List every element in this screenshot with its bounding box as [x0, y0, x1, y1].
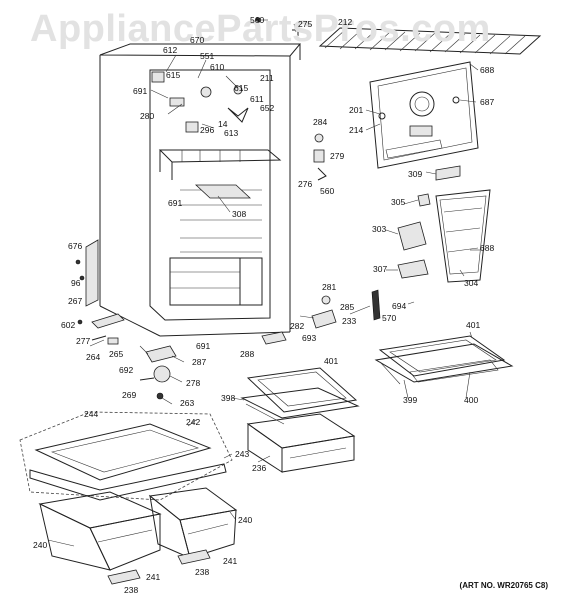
part-label: 238: [124, 585, 139, 595]
part-label: 244: [84, 409, 99, 419]
part-label: 296: [200, 125, 215, 135]
part-label: 691: [133, 86, 148, 96]
part-label: 201: [349, 105, 364, 115]
part-label: 211: [260, 73, 274, 83]
part-label: 276: [298, 179, 313, 189]
part-label: 610: [210, 62, 225, 72]
part-label: 233: [342, 316, 357, 326]
part-label: 691: [196, 341, 211, 351]
part-label: 551: [200, 51, 215, 61]
part-label: 615: [166, 70, 181, 80]
part-label: 688: [480, 65, 495, 75]
part-label: 612: [163, 45, 178, 55]
part-label: 401: [466, 320, 481, 330]
part-label: 278: [186, 378, 201, 388]
leader-lines: [47, 19, 480, 547]
part-label: 236: [252, 463, 267, 473]
part-label: 285: [340, 302, 355, 312]
part-label: 692: [119, 365, 134, 375]
part-label: 243: [235, 449, 250, 459]
part-label: 14: [218, 119, 228, 129]
part-label: 615: [234, 83, 249, 93]
right-shelf-drawing: [374, 335, 514, 385]
part-label: 263: [180, 398, 195, 408]
hardware-drawing: [75, 17, 337, 400]
glass-shelf-drawing: [240, 367, 360, 425]
part-label: 560: [320, 186, 335, 196]
part-label: 401: [324, 356, 339, 366]
part-label: 303: [372, 224, 387, 234]
part-label: 281: [322, 282, 337, 292]
part-label: 212: [338, 17, 353, 27]
part-label: 240: [33, 540, 48, 550]
part-label: 269: [122, 390, 137, 400]
part-label: 264: [86, 352, 101, 362]
part-label: 309: [408, 169, 423, 179]
part-label: 694: [392, 301, 407, 311]
part-label: 687: [480, 97, 495, 107]
part-label: 96: [71, 278, 81, 288]
part-label: 265: [109, 349, 124, 359]
part-label: 308: [232, 209, 247, 219]
control-housing-drawing: [371, 189, 491, 321]
part-label: 670: [190, 35, 205, 45]
part-label: 241: [223, 556, 238, 566]
part-label: 288: [240, 349, 255, 359]
part-label: 560: [250, 15, 265, 25]
part-label: 305: [391, 197, 406, 207]
pan-cover-drawing: [19, 411, 233, 501]
part-label: 287: [192, 357, 207, 367]
part-label: 242: [186, 417, 201, 427]
part-label: 280: [140, 111, 155, 121]
part-label: 279: [330, 151, 345, 161]
part-label: 282: [290, 321, 305, 331]
part-label: 238: [195, 567, 210, 577]
part-label: 267: [68, 296, 83, 306]
part-label: 241: [146, 572, 161, 582]
part-label: 611: [250, 94, 264, 104]
art-number: (ART NO. WR20765 C8): [459, 581, 548, 590]
part-label: 398: [221, 393, 236, 403]
part-label: 613: [224, 128, 239, 138]
watermark-text: AppliancePartsPros.com: [30, 8, 491, 50]
part-label: 284: [313, 117, 328, 127]
part-label: 214: [349, 125, 364, 135]
crisper-drawer-drawing: [246, 413, 356, 473]
part-label: 275: [298, 19, 313, 29]
evaporator-cover-drawing: [369, 61, 479, 181]
part-label: 693: [302, 333, 317, 343]
cabinet-drawing: [85, 43, 302, 345]
part-label: 304: [464, 278, 479, 288]
part-label: 277: [76, 336, 91, 346]
part-label: 691: [168, 198, 183, 208]
part-label: 688: [480, 243, 495, 253]
part-label: 652: [260, 103, 275, 113]
part-label: 307: [373, 264, 388, 274]
part-label: 676: [68, 241, 83, 251]
part-label: 240: [238, 515, 253, 525]
part-label: 400: [464, 395, 479, 405]
part-label: 570: [382, 313, 397, 323]
part-label: 602: [61, 320, 76, 330]
freezer-shelf-drawing: [318, 27, 542, 55]
pan-drawers-drawing: [38, 487, 238, 585]
part-label: 399: [403, 395, 418, 405]
